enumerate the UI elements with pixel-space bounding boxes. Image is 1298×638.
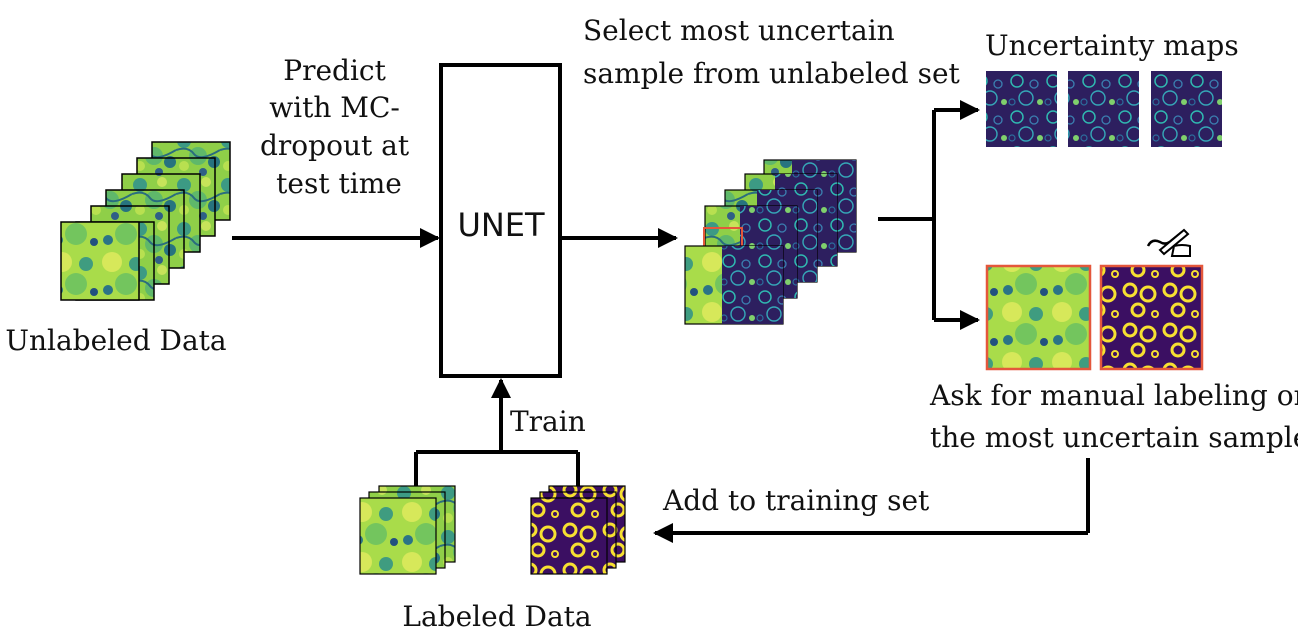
train-label: Train — [510, 405, 586, 438]
branch-connector — [878, 100, 980, 330]
labeled-image-stack — [359, 485, 456, 575]
predict-line-3: dropout at — [260, 129, 410, 162]
uncertainty-stack — [684, 159, 857, 325]
unet-label: UNET — [457, 206, 545, 244]
unlabeled-data-stack — [60, 141, 231, 301]
uncertainty-map-1 — [986, 71, 1057, 147]
ask-label: Ask for manual labeling on the most unce… — [929, 379, 1298, 454]
ask-line-2: the most uncertain sample — [930, 421, 1298, 454]
uncertainty-map-images — [986, 71, 1222, 147]
select-line-2: sample from unlabeled set — [583, 57, 961, 90]
labeled-data-label: Labeled Data — [402, 600, 591, 633]
predict-line-1: Predict — [283, 54, 386, 87]
uncertainty-map-3 — [1151, 71, 1222, 147]
train-connector — [414, 378, 580, 488]
select-label: Select most uncertain sample from unlabe… — [583, 14, 961, 90]
uncertainty-maps-label: Uncertainty maps — [985, 29, 1239, 62]
uncertainty-map-2 — [1068, 71, 1139, 147]
unet-box — [439, 63, 562, 378]
selected-sample-pair — [985, 264, 1204, 371]
predict-label: Predict with MC- dropout at test time — [260, 54, 418, 200]
return-arrow — [653, 458, 1090, 543]
ask-line-1: Ask for manual labeling on — [929, 379, 1298, 412]
predict-line-4: test time — [276, 167, 402, 200]
predict-line-2: with MC- — [269, 91, 400, 124]
selected-mask — [1099, 264, 1204, 371]
hand-writing-icon — [1146, 228, 1191, 257]
unlabeled-data-label: Unlabeled Data — [5, 324, 226, 357]
labeled-mask-stack — [530, 485, 626, 575]
select-line-1: Select most uncertain — [583, 14, 895, 47]
add-training-label: Add to training set — [662, 484, 930, 517]
selected-image — [985, 264, 1092, 371]
